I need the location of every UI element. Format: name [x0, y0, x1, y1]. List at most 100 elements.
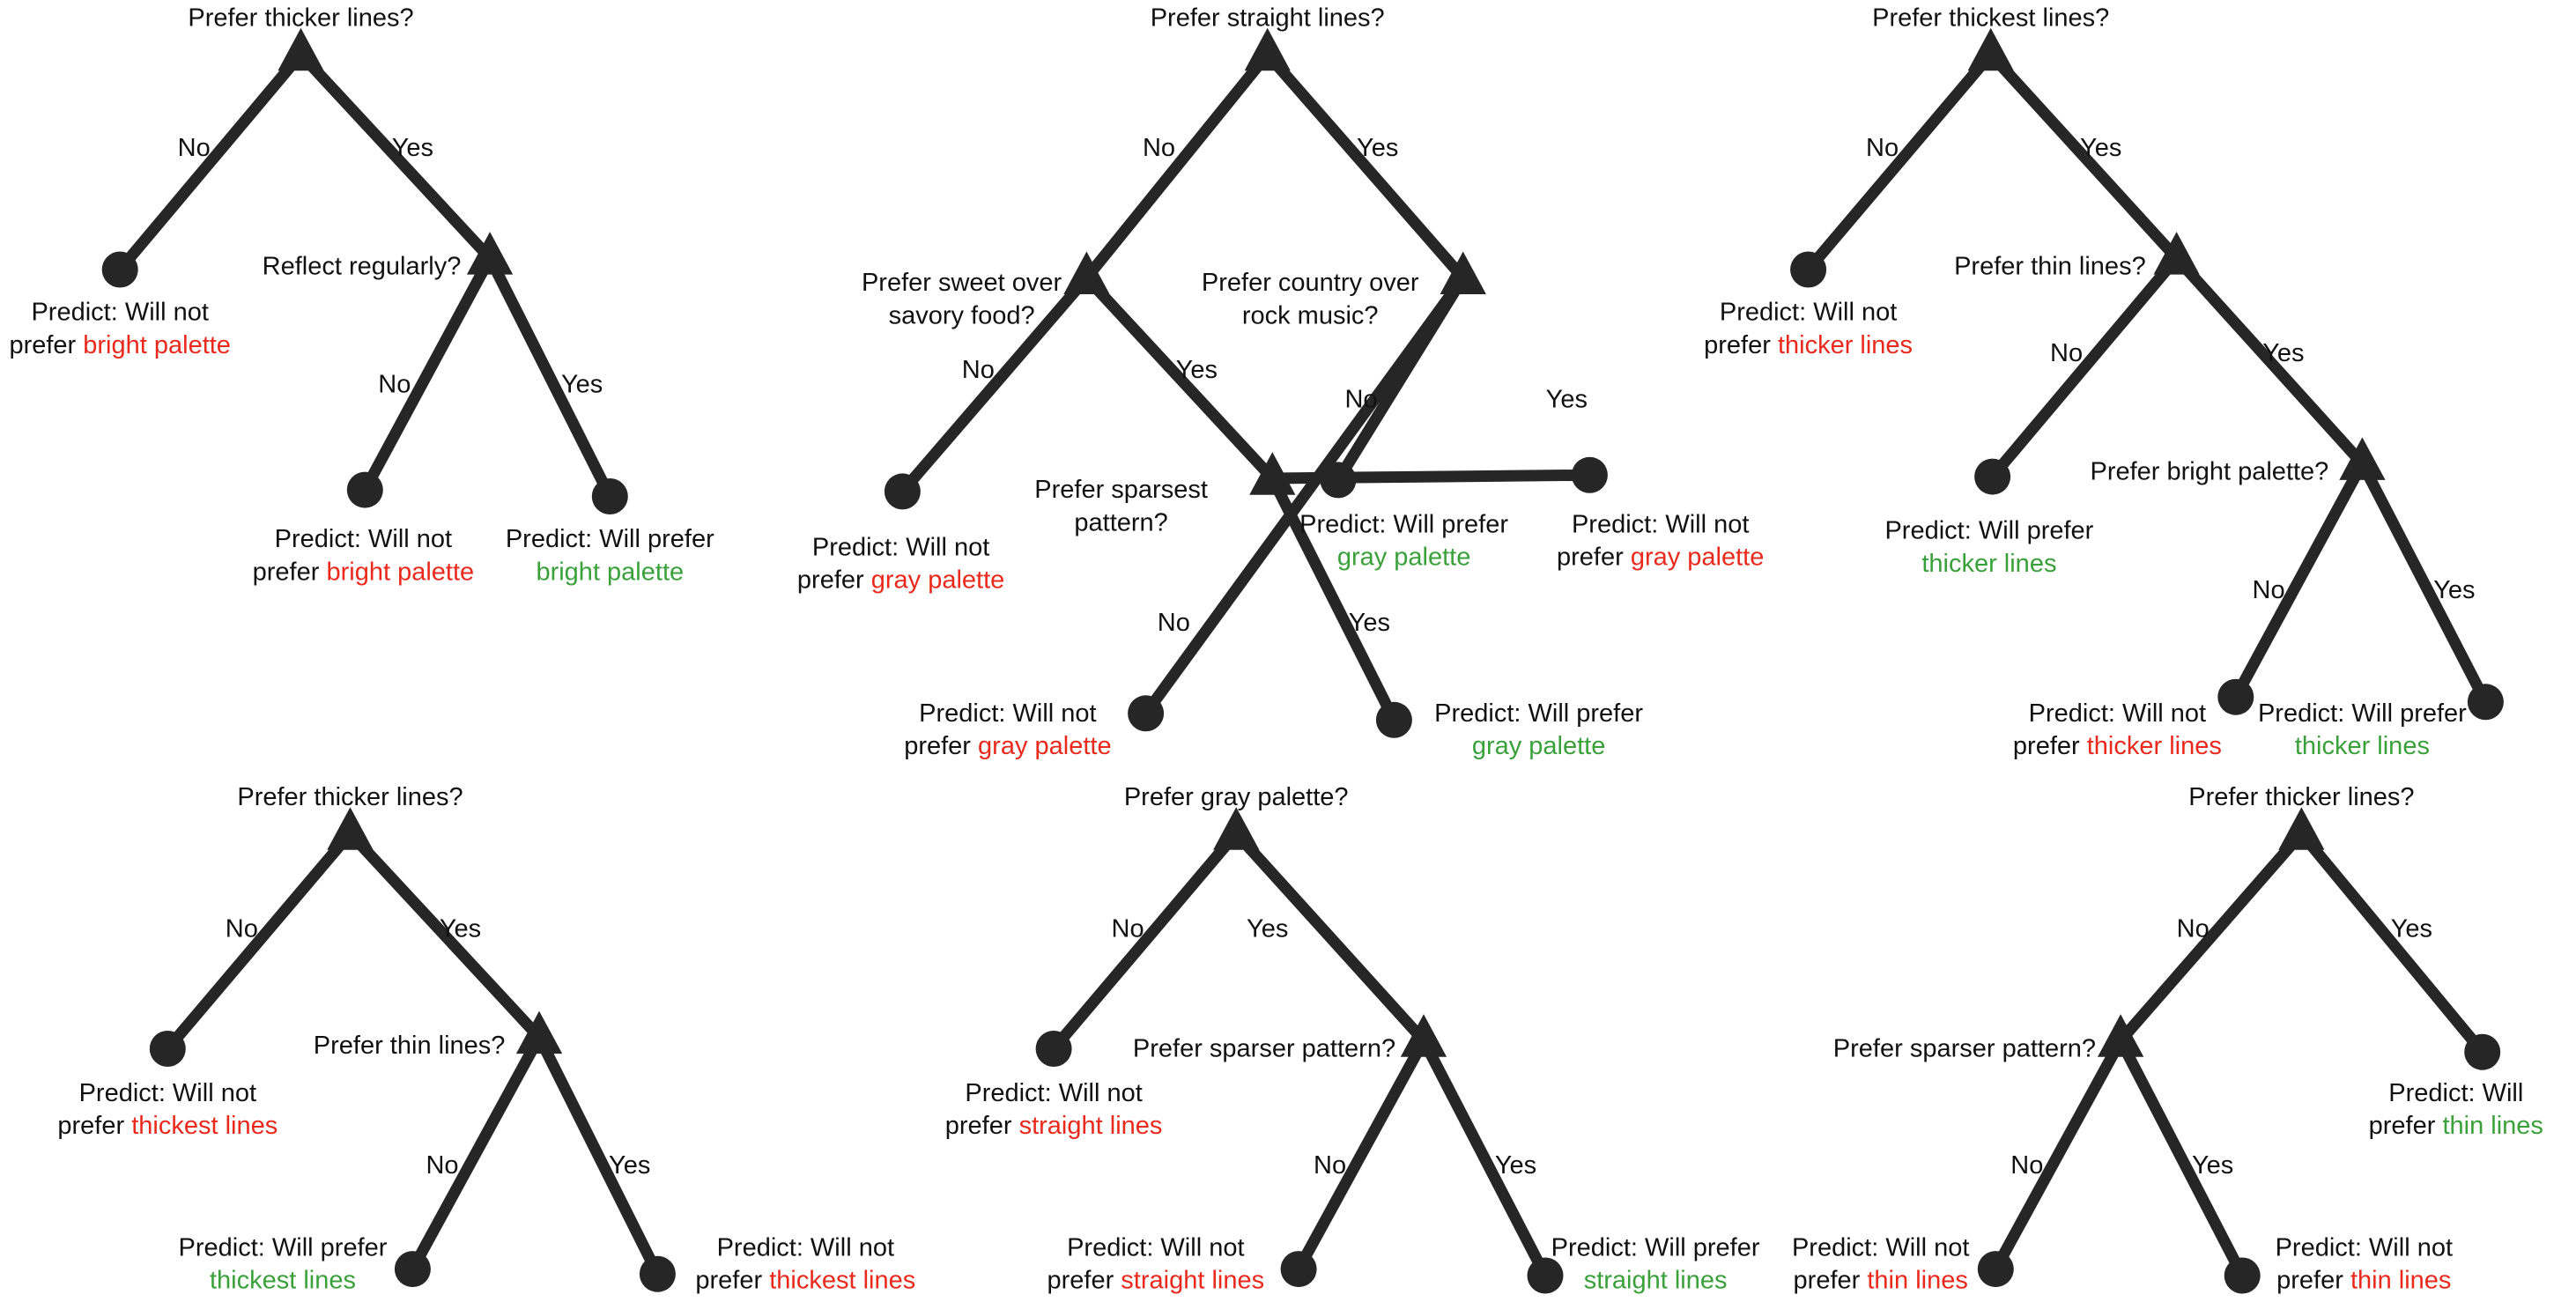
prediction-text: Predict: Will not: [79, 1079, 256, 1107]
decision-question: Prefer sparser pattern?: [1833, 1035, 2096, 1063]
decision-question: Prefer thin lines?: [314, 1032, 506, 1060]
tree-edge: [898, 274, 1092, 496]
branch-label-yes: Yes: [2080, 134, 2121, 162]
branch-label-no: No: [1344, 385, 1377, 413]
prediction-text: Predict: Will prefer: [2258, 699, 2467, 728]
prediction-negative-value: bright palette: [326, 558, 474, 586]
prediction-text: prefer thickest lines: [57, 1112, 278, 1140]
prediction-text: gray palette: [1337, 544, 1471, 572]
prediction-text: Predict: Will not: [1792, 1233, 1969, 1261]
prediction-text: Predict: Will prefer: [179, 1233, 388, 1261]
prediction-text: Predict: Will prefer: [1884, 517, 2093, 545]
branch-label-yes: Yes: [609, 1151, 650, 1180]
leaf-node: [1375, 701, 1412, 738]
decision-question: savory food?: [889, 301, 1035, 329]
prediction-negative-value: gray palette: [1631, 544, 1765, 572]
leaf-node: [1974, 458, 2011, 495]
tree-edge: [359, 255, 495, 493]
decision-node: [2153, 232, 2200, 275]
prediction-text: thickest lines: [210, 1267, 356, 1295]
decision-node: [1440, 251, 1486, 294]
branch-label-no: No: [1314, 1151, 1346, 1180]
decision-node: [466, 232, 514, 275]
branch-label-no: No: [1112, 914, 1144, 943]
prediction-text: prefer thickest lines: [695, 1267, 915, 1295]
root-decision-node: [1213, 807, 1260, 850]
prediction-text: Predict: Will not: [275, 525, 452, 553]
leaf-node: [1790, 251, 1827, 288]
leaf-node: [591, 478, 628, 514]
branch-label-yes: Yes: [1247, 914, 1288, 943]
decision-node: [1063, 251, 1110, 294]
decision-node: [2339, 437, 2386, 480]
root-decision-node: [2278, 807, 2325, 850]
root-decision-node: [278, 27, 324, 71]
branch-label-yes: Yes: [2433, 576, 2475, 604]
tree-edge: [2297, 829, 2487, 1056]
prediction-positive-value: bright palette: [536, 558, 684, 586]
branch-label-yes: Yes: [1349, 609, 1390, 637]
tree-edge: [2357, 461, 2491, 705]
prediction-text: Predict: Will prefer: [1299, 510, 1508, 538]
prediction-positive-value: thickest lines: [210, 1267, 356, 1295]
tree-edge: [2116, 829, 2306, 1045]
prediction-positive-value: thicker lines: [1921, 550, 2056, 578]
branch-label-no: No: [378, 371, 411, 399]
tree-edge: [2172, 254, 2367, 468]
branch-label-no: No: [178, 134, 211, 162]
tree-edge: [1141, 274, 1468, 717]
prediction-negative-value: bright palette: [83, 331, 231, 359]
prediction-negative-value: straight lines: [1019, 1112, 1163, 1140]
prediction-text: prefer straight lines: [1047, 1267, 1264, 1295]
decision-question: Prefer thin lines?: [1954, 252, 2146, 280]
leaf-node: [1035, 1031, 1072, 1067]
branch-label-no: No: [962, 356, 995, 384]
decision-question: Reflect regularly?: [263, 252, 462, 280]
prediction-text: prefer thicker lines: [1704, 331, 1913, 359]
tree-edge: [2115, 1038, 2247, 1278]
branch-label-no: No: [1866, 134, 1899, 162]
decision-question: Prefer sweet over: [862, 269, 1062, 297]
tree-edge: [1267, 476, 1400, 723]
prediction-text: gray palette: [1472, 732, 1606, 760]
tree-edge: [1232, 829, 1428, 1045]
prediction-text: Predict: Will prefer: [1434, 699, 1643, 728]
tree-edge: [1988, 254, 2181, 481]
tree-edge: [1082, 50, 1272, 282]
root-question: Prefer thicker lines?: [188, 4, 413, 33]
prediction-text: Predict: Will not: [919, 699, 1096, 728]
decision-node: [515, 1010, 563, 1054]
branch-label-no: No: [2177, 914, 2210, 943]
prediction-text: Predict: Will not: [2029, 699, 2206, 728]
prediction-prefix: prefer: [797, 566, 871, 595]
root-decision-node: [1244, 27, 1291, 71]
prediction-text: prefer thin lines: [2369, 1112, 2543, 1140]
branch-label-yes: Yes: [2391, 914, 2432, 943]
tree-edge: [115, 50, 306, 274]
branch-label-no: No: [226, 914, 258, 943]
prediction-prefix: prefer: [9, 331, 83, 359]
leaf-node: [2224, 1257, 2261, 1294]
tree-edge: [1418, 1038, 1551, 1278]
prediction-text: bright palette: [536, 558, 684, 586]
prediction-negative-value: straight lines: [1121, 1267, 1264, 1295]
leaf-node: [884, 473, 921, 510]
prediction-prefix: prefer: [695, 1267, 769, 1295]
tree-edge: [1803, 50, 1995, 274]
prediction-negative-value: gray palette: [871, 566, 1005, 595]
prediction-text: prefer gray palette: [1557, 544, 1764, 572]
tree-edge: [534, 1034, 663, 1277]
branch-label-yes: Yes: [2262, 339, 2304, 367]
prediction-text: straight lines: [1584, 1267, 1728, 1295]
prediction-prefix: prefer: [2276, 1267, 2350, 1295]
prediction-text: prefer thin lines: [1794, 1267, 1968, 1295]
prediction-prefix: prefer: [253, 558, 327, 586]
leaf-node: [1571, 456, 1608, 493]
decision-question: Prefer bright palette?: [2090, 458, 2328, 486]
branch-label-no: No: [2253, 576, 2285, 604]
